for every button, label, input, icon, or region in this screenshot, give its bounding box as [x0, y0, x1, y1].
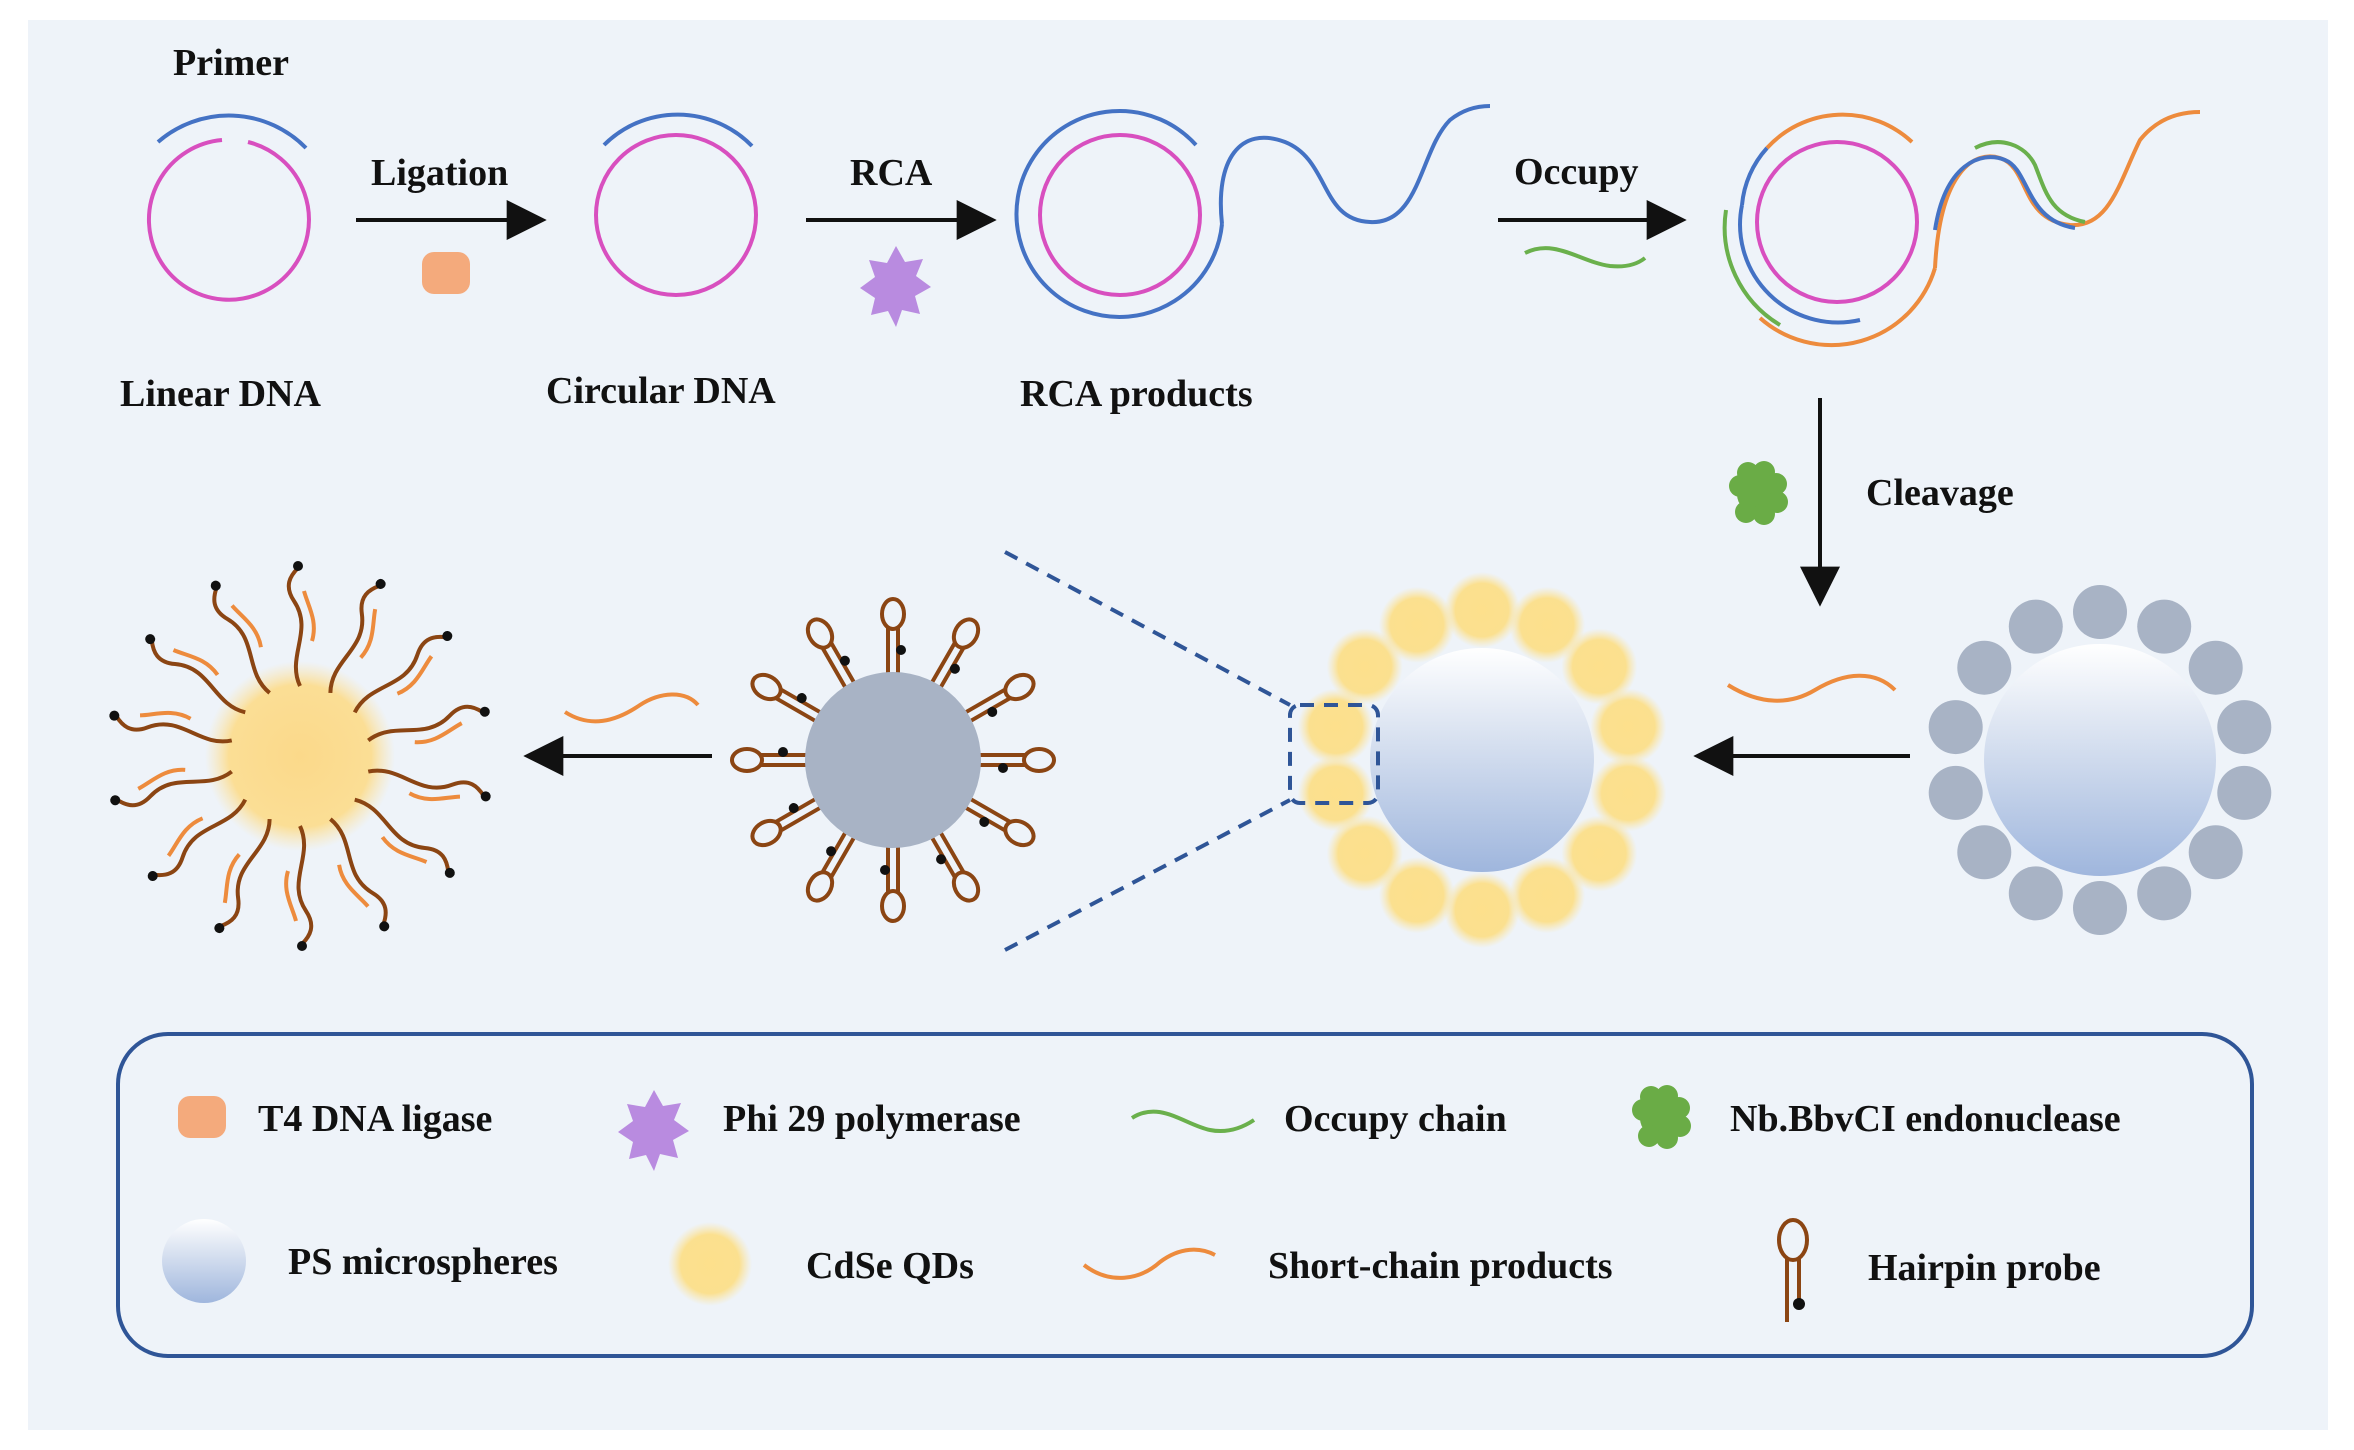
ps-bead	[2137, 866, 2192, 921]
ligation-label: Ligation	[371, 152, 508, 194]
opened-probe	[367, 704, 490, 745]
opened-probe	[328, 578, 386, 694]
legend-short-chain-label: Short-chain products	[1268, 1245, 1613, 1287]
opened-probe	[286, 561, 316, 687]
hairpin-probe	[750, 795, 824, 848]
legend-polymerase-label: Phi 29 polymerase	[723, 1098, 1021, 1140]
legend-occupy-chain-label: Occupy chain	[1284, 1098, 1507, 1140]
circular-dna-label: Circular DNA	[546, 370, 776, 412]
cdse-qd	[1444, 572, 1520, 648]
cdse-qd	[1444, 872, 1520, 948]
legend-endonuclease-label: Nb.BbvCI endonuclease	[1730, 1098, 2121, 1140]
legend-endonuclease-icon	[1632, 1085, 1691, 1149]
occupy-chain-icon	[1524, 246, 1647, 269]
ps-bead	[2188, 825, 2243, 880]
cdse-qd	[1378, 857, 1455, 934]
opened-probe-sphere	[109, 561, 491, 951]
cdse-qd	[1378, 586, 1455, 663]
endonuclease-icon	[1729, 461, 1788, 525]
ligase-icon	[422, 252, 470, 294]
ps-bead	[2008, 599, 2063, 654]
opened-probe	[367, 768, 491, 802]
hairpin-probe	[805, 829, 858, 903]
opened-probe	[145, 634, 246, 715]
legend-ps-microsphere-label: PS microspheres	[288, 1241, 558, 1283]
opened-probe	[210, 580, 271, 695]
cdse-qd	[1326, 628, 1403, 705]
cdse-qd	[1297, 755, 1374, 832]
rca-products-label: RCA products	[1020, 373, 1253, 415]
ps-bead	[2188, 640, 2243, 695]
cdse-qd	[1561, 628, 1638, 705]
hairpin-probe	[750, 672, 824, 725]
legend-ps-microsphere-icon	[162, 1219, 246, 1303]
legend-polymerase-icon	[618, 1090, 689, 1171]
hairpin-probe	[805, 617, 858, 691]
ps-microsphere-with-qds	[1297, 572, 1667, 948]
circular-dna	[594, 112, 758, 297]
ps-bead	[1928, 765, 1983, 820]
opened-probe	[110, 767, 233, 808]
polymerase-icon	[860, 246, 931, 327]
hairpin-probe	[962, 795, 1036, 848]
cdse-qd	[1590, 688, 1667, 765]
hairpin-probe	[730, 747, 809, 773]
hairpin-probe-sphere	[730, 597, 1056, 923]
cdse-qd	[1326, 815, 1403, 892]
opened-probe	[109, 710, 233, 744]
legend-ligase-label: T4 DNA ligase	[258, 1098, 492, 1140]
legend-hairpin-probe-icon	[1777, 1218, 1809, 1322]
legend-qd-label: CdSe QDs	[806, 1245, 974, 1287]
legend-occupy-chain-icon	[1130, 1109, 1256, 1133]
ps-bead	[1928, 700, 1983, 755]
occupy-label: Occupy	[1514, 151, 1639, 193]
hairpin-probe	[880, 844, 906, 923]
ps-bead	[2073, 881, 2127, 935]
cdse-qd	[1509, 857, 1586, 934]
linear-dna-label: Linear DNA	[120, 373, 321, 415]
linear-dna	[146, 113, 311, 302]
opened-probe	[284, 825, 314, 951]
opened-probe	[352, 630, 453, 714]
cdse-qd	[1561, 815, 1638, 892]
ps-bead	[2217, 700, 2272, 755]
short-chain-product	[1726, 673, 1897, 703]
rca-label: RCA	[850, 152, 933, 194]
cdse-qd	[1590, 755, 1667, 832]
ps-bead	[1957, 640, 2012, 695]
ps-bead	[2217, 765, 2272, 820]
opened-probe	[214, 818, 272, 934]
ps-microsphere-with-beads	[1928, 585, 2272, 935]
hairpin-probe	[880, 597, 906, 676]
legend-box	[116, 1032, 2254, 1358]
cleavage-label: Cleavage	[1866, 472, 2014, 514]
cdse-qd	[1297, 688, 1374, 765]
hairpin-probe	[962, 672, 1036, 725]
short-chain-input	[563, 692, 700, 724]
zoom-indicator	[1004, 550, 1380, 952]
rca-products	[1014, 104, 1491, 319]
occupied-rca-product	[1722, 110, 2201, 348]
cdse-qd	[1509, 586, 1586, 663]
legend-qd-icon	[668, 1222, 752, 1306]
hairpin-probe	[928, 617, 981, 691]
opened-probe	[354, 797, 455, 878]
opened-probe	[147, 798, 248, 882]
legend-hairpin-probe-label: Hairpin probe	[1868, 1247, 2101, 1289]
hairpin-probe	[977, 747, 1056, 773]
ps-bead	[2008, 866, 2063, 921]
legend-short-chain-icon	[1082, 1247, 1216, 1280]
ps-bead	[2073, 585, 2127, 639]
opened-probe	[329, 817, 390, 932]
ps-microsphere-core	[1370, 648, 1594, 872]
hairpin-probe	[928, 829, 981, 903]
primer-label: Primer	[173, 42, 289, 84]
legend-ligase-icon	[178, 1096, 226, 1138]
ps-bead	[1957, 825, 2012, 880]
ps-bead	[2137, 599, 2192, 654]
